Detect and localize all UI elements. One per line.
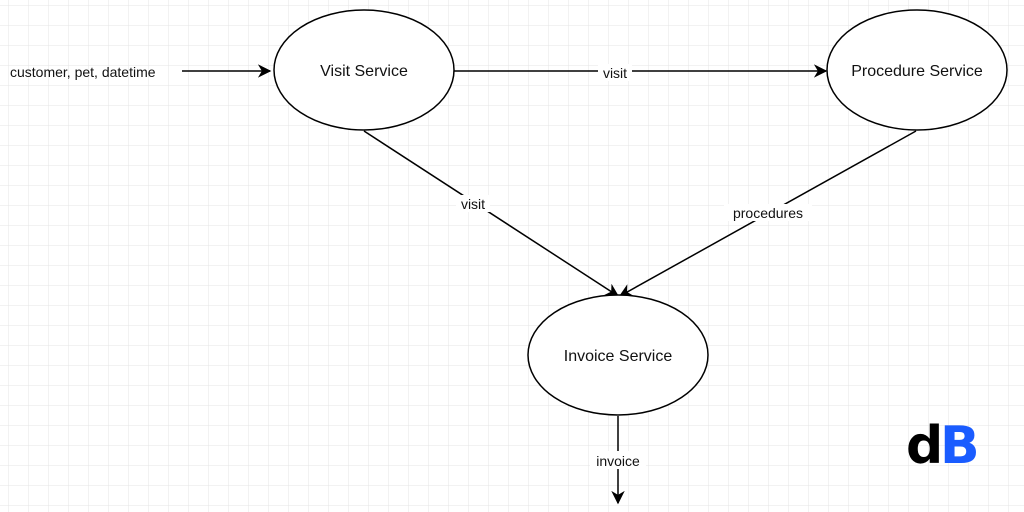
node-label-invoice: Invoice Service — [564, 348, 673, 365]
db-logo: d B — [906, 416, 980, 476]
node-invoice-service[interactable]: Invoice Service — [527, 294, 709, 416]
node-procedure-service[interactable]: Procedure Service — [826, 9, 1008, 131]
node-ellipse — [826, 9, 1008, 131]
node-visit-service[interactable]: Visit Service — [273, 9, 455, 131]
edge-label-bg — [598, 64, 632, 81]
node-ellipse — [273, 9, 455, 131]
edge-label-visit-invoice: visit — [461, 196, 485, 212]
edge-visit-to-invoice — [363, 130, 620, 297]
edge-label-invoice: invoice — [596, 453, 640, 469]
node-label-visit: Visit Service — [320, 63, 408, 80]
node-ellipse — [527, 294, 709, 416]
edge-label-visit-procedure: visit — [603, 65, 627, 81]
logo-letter-b: B — [940, 416, 980, 476]
edge-label-bg — [590, 451, 646, 469]
logo-letter-d: d — [906, 416, 943, 476]
edge-label-bg — [456, 195, 490, 212]
edge-label-procedures: procedures — [733, 205, 803, 221]
node-label-procedure: Procedure Service — [851, 63, 983, 80]
input-label: customer, pet, datetime — [10, 64, 156, 80]
edge-label-bg — [724, 204, 812, 221]
